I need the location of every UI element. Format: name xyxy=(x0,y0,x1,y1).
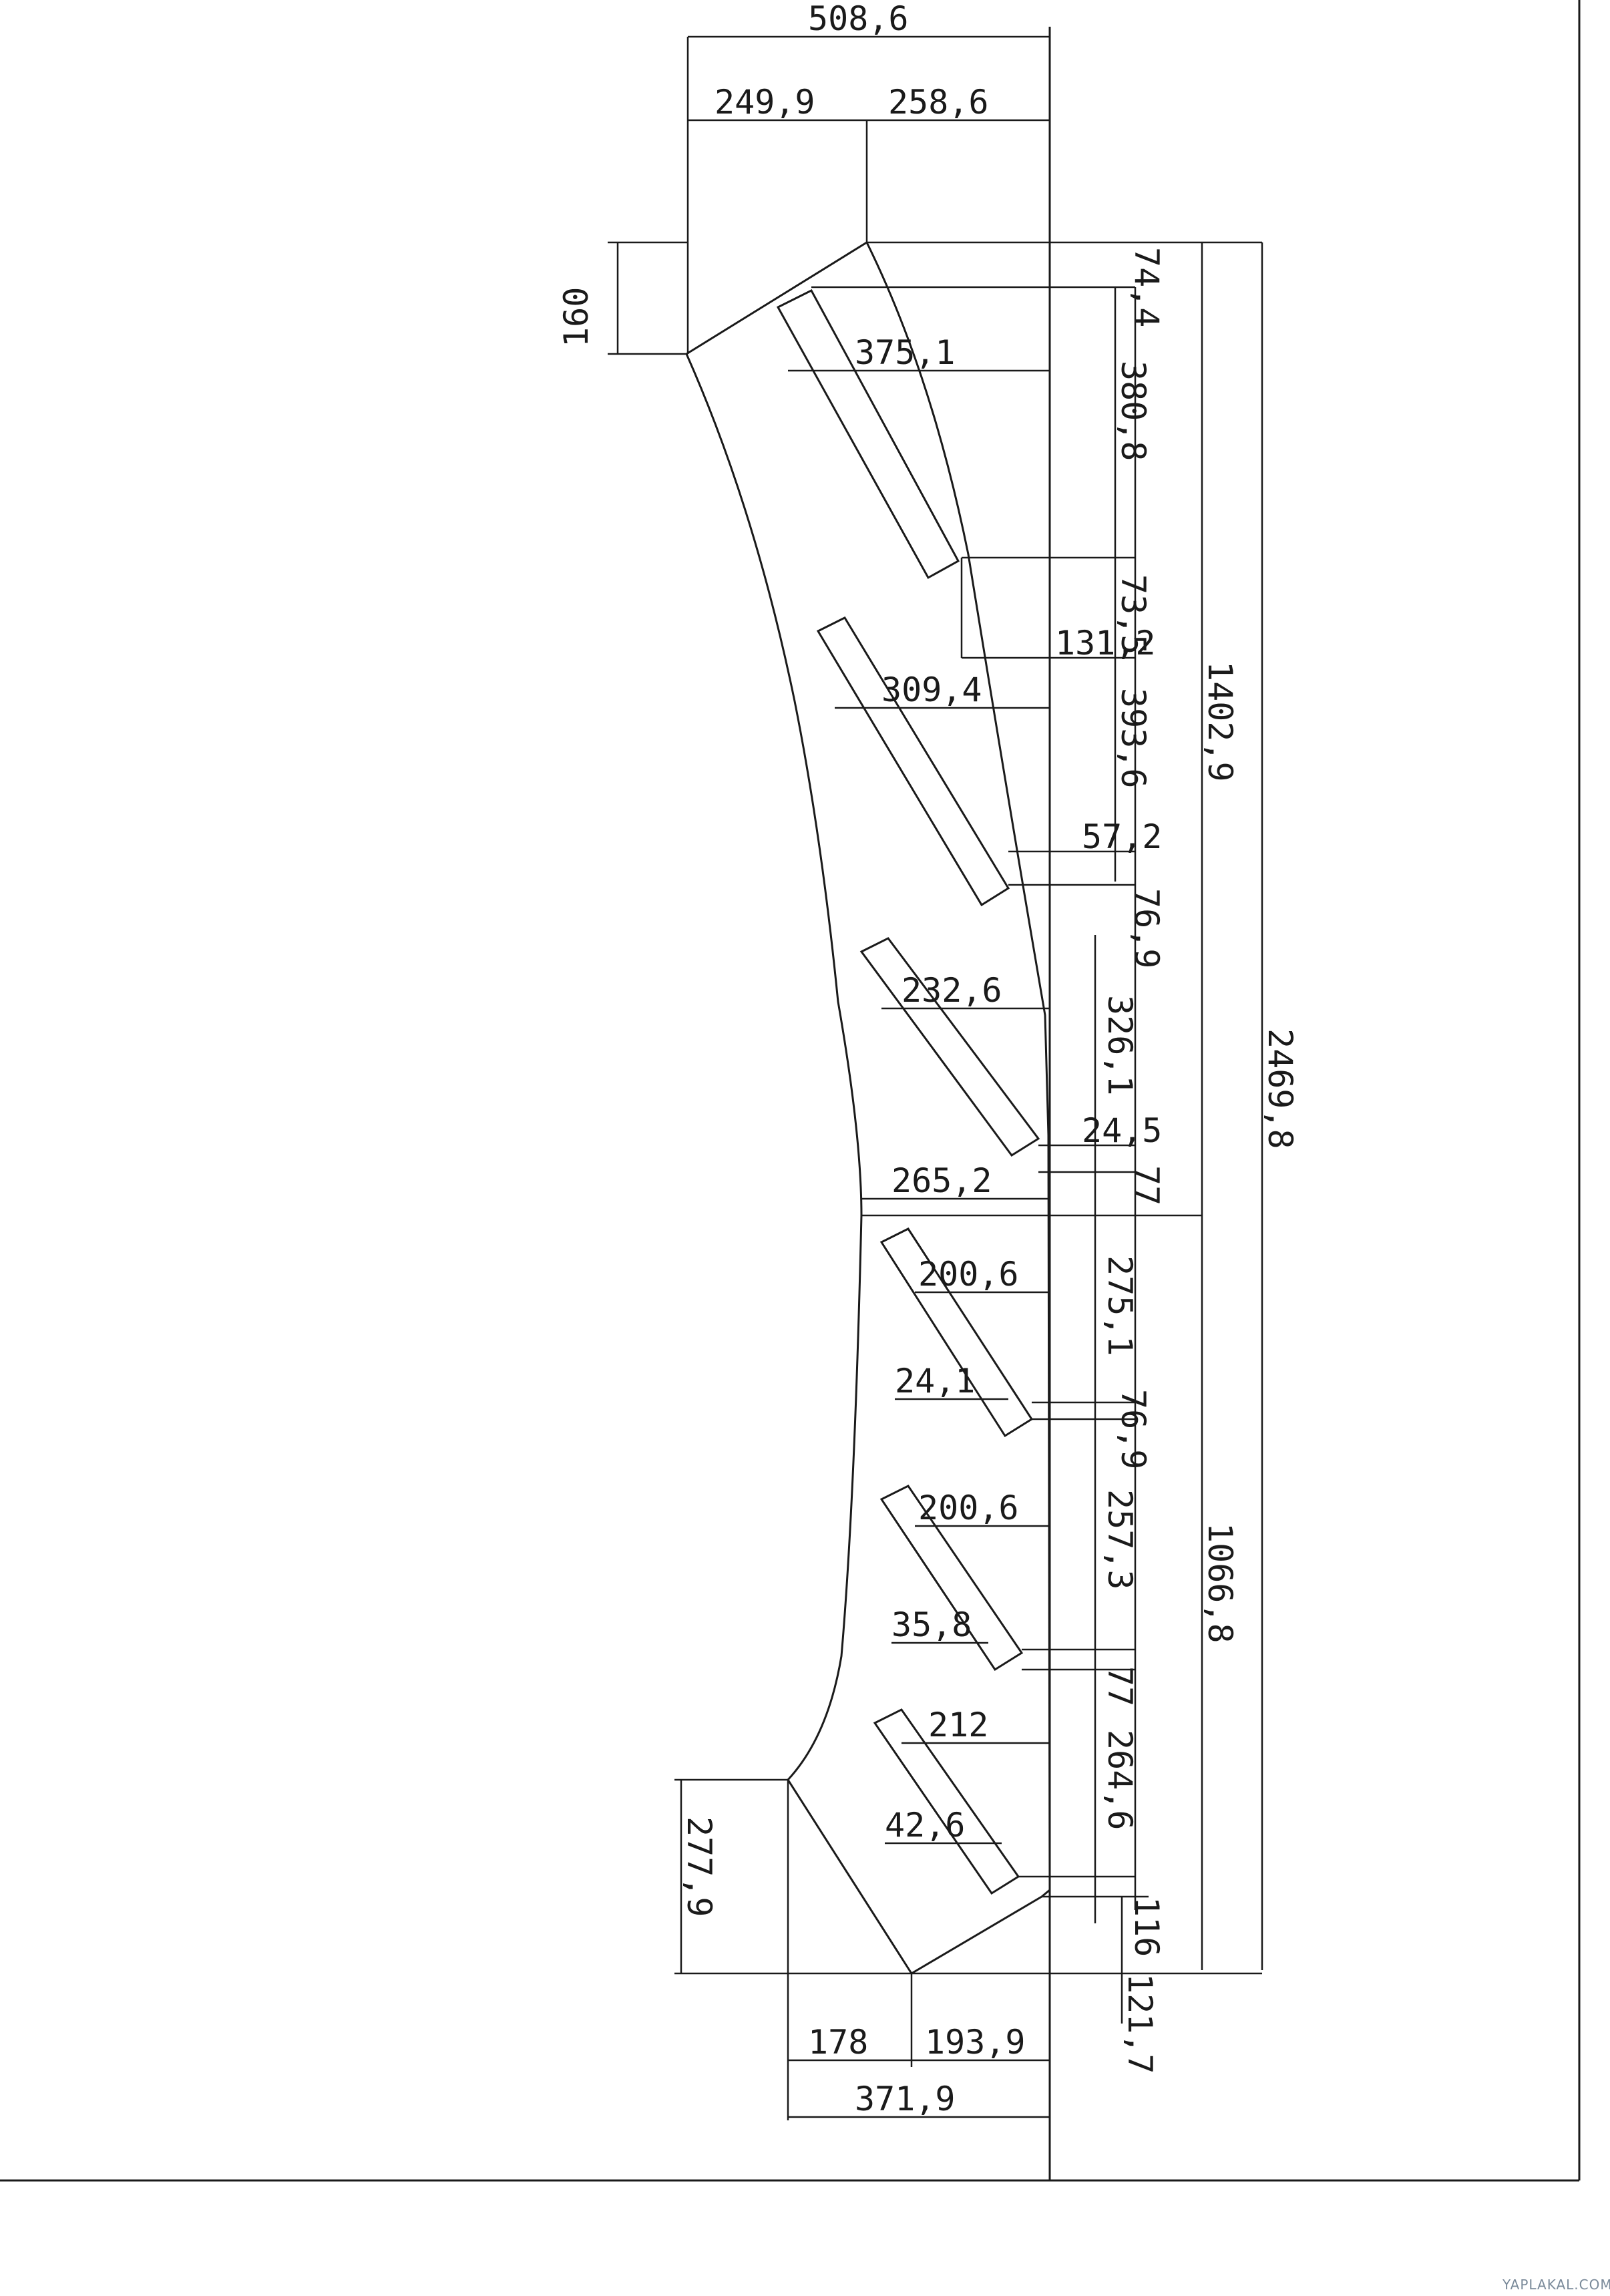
watermark: YAPLAKAL.COM xyxy=(1502,2277,1610,2293)
dim-top-total: 508,6 xyxy=(808,0,909,38)
dim-overall-height: 2469,8 xyxy=(1261,1028,1299,1149)
dim-slot1-width: 375,1 xyxy=(855,333,956,372)
slot-1 xyxy=(776,289,960,580)
dim-top-offset: 74,4 xyxy=(1127,247,1166,327)
dim-gap3-a: 24,5 xyxy=(1082,1111,1162,1150)
top-dimensions xyxy=(608,35,1262,355)
slots xyxy=(776,289,1040,1895)
dim-slot2-width: 309,4 xyxy=(881,671,982,709)
dim-top-left: 249,9 xyxy=(715,83,815,122)
dim-gap2-a: 57,2 xyxy=(1082,817,1162,856)
dim-left-bottom: 277,9 xyxy=(680,1816,719,1917)
dim-gap2-b: 76,9 xyxy=(1127,888,1166,968)
vertical-labels: 74,4 380,8 73,5 1402,9 393,6 76,9 326,1 … xyxy=(557,247,1299,2074)
dim-slot2-height: 393,6 xyxy=(1114,688,1153,789)
dim-upper-height: 1402,9 xyxy=(1201,661,1239,782)
dim-bottom-left: 178 xyxy=(808,2023,868,2062)
dim-top-right: 258,6 xyxy=(888,83,989,122)
dim-slot4-width: 200,6 xyxy=(918,1255,1019,1294)
dim-slot4-offset: 24,1 xyxy=(895,1362,975,1400)
dim-gap1: 73,5 xyxy=(1114,574,1153,654)
dim-lower-height: 1066,8 xyxy=(1201,1523,1239,1644)
bottom-dimensions xyxy=(674,1778,1123,2120)
dim-slot3-width: 232,6 xyxy=(901,971,1002,1010)
dim-bottom-right: 193,9 xyxy=(925,2023,1026,2062)
dim-slot3-height: 326,1 xyxy=(1100,995,1139,1096)
slot-2 xyxy=(816,616,1010,907)
dim-bottom-offset: 121,7 xyxy=(1121,1973,1159,2074)
dim-slot6-offset: 42,6 xyxy=(885,1806,965,1845)
dim-gap5: 77 xyxy=(1100,1666,1139,1706)
dim-slot5-width: 200,6 xyxy=(918,1489,1019,1527)
dim-slot5-offset: 35,8 xyxy=(891,1605,972,1644)
dim-slot4-height: 275,1 xyxy=(1100,1256,1139,1356)
dim-gap4: 76,9 xyxy=(1114,1389,1153,1469)
dim-slot6-height: 264,6 xyxy=(1100,1730,1139,1831)
part-outline xyxy=(685,240,1051,1975)
dim-gap1-width: 131,2 xyxy=(1055,624,1156,662)
slot-5 xyxy=(879,1485,1024,1672)
dim-waist-width: 265,2 xyxy=(891,1161,992,1200)
dim-left-top: 160 xyxy=(557,287,596,347)
dim-slot6-width: 212 xyxy=(928,1706,988,1744)
inner-dimensions xyxy=(788,369,1050,1845)
dim-slot1-height: 380,8 xyxy=(1114,361,1153,461)
right-dimensions xyxy=(811,242,1263,1975)
dim-bottom-gap: 116 xyxy=(1127,1897,1166,1957)
dim-bottom-total: 371,9 xyxy=(855,2080,956,2118)
dim-gap3-b: 77 xyxy=(1127,1165,1166,1205)
slot-3 xyxy=(859,937,1040,1157)
dim-slot5-height: 257,3 xyxy=(1100,1489,1139,1590)
